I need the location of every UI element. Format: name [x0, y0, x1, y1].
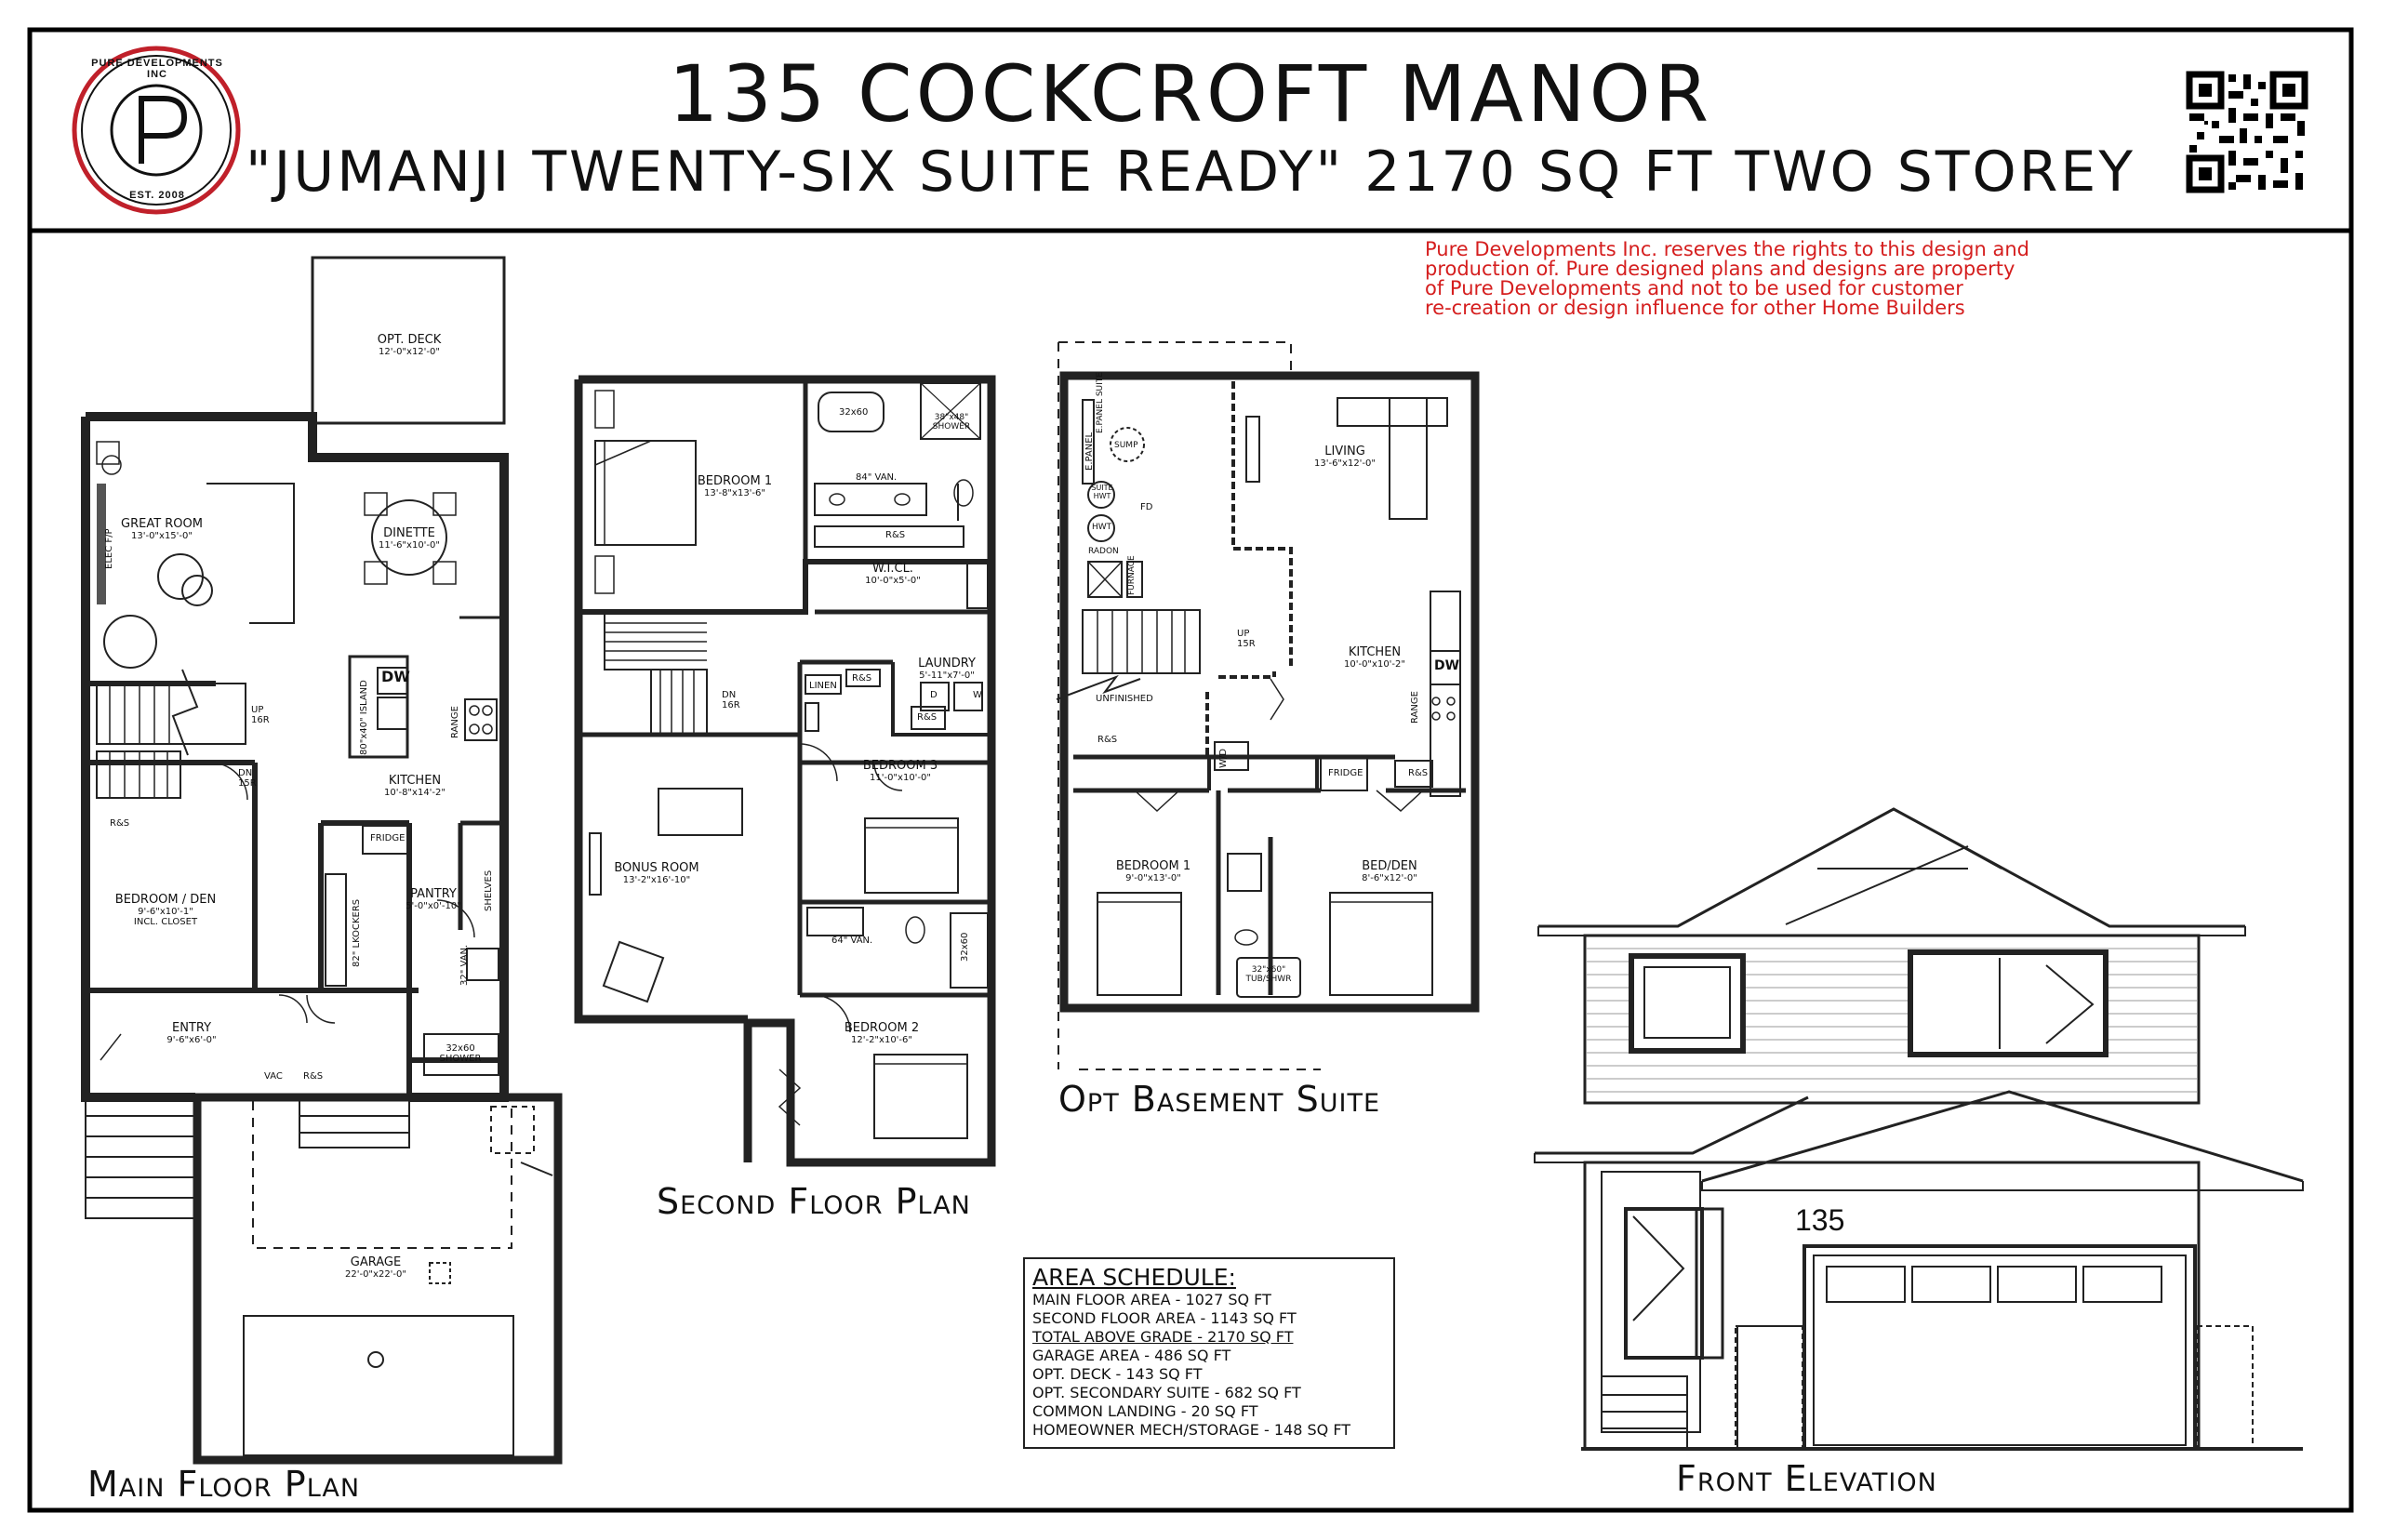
page-title: 135 COCKCROFT MANOR: [668, 48, 1713, 139]
area-line: SECOND FLOOR AREA - 1143 SQ FT: [1032, 1309, 1297, 1327]
label-range-basement: RANGE: [1410, 691, 1420, 724]
label-vanity: 32" VAN.: [459, 944, 470, 986]
label-furnace: FURNACE: [1127, 555, 1137, 595]
front-elevation: [1534, 807, 2304, 1451]
label-stairs-down: DN 15R: [238, 768, 257, 789]
label-stairs-down-2: DN 16R: [722, 690, 740, 710]
label-fridge: FRIDGE: [370, 833, 406, 843]
label-radon: RADON: [1088, 547, 1119, 556]
area-line: OPT. DECK - 143 SQ FT: [1032, 1365, 1203, 1383]
area-line: GARAGE AREA - 486 SQ FT: [1032, 1347, 1231, 1364]
label-lockers: 82" LKOCKERS: [352, 898, 362, 967]
label-tub-2: 32x60: [960, 932, 970, 962]
second-floor-plan: [574, 375, 996, 1167]
house-number: 135: [1795, 1203, 1845, 1237]
label-stairs-up-basement: UP 15R: [1237, 629, 1256, 649]
label-shower-2: 38"x48" SHOWER: [932, 413, 971, 431]
label-dryer: D: [930, 690, 938, 700]
sheet-border: [27, 27, 2354, 1513]
label-vanity-64: 64" VAN.: [831, 936, 873, 946]
logo-text-bottom: EST. 2008: [129, 190, 185, 201]
basement-exterior: [1059, 371, 1480, 1013]
page-subtitle: "JUMANJI TWENTY-SIX SUITE READY" 2170 SQ…: [246, 139, 2135, 205]
label-rs-entry: R&S: [303, 1071, 324, 1082]
logo-letter: P: [141, 86, 142, 87]
area-line: MAIN FLOOR AREA - 1027 SQ FT: [1032, 1291, 1271, 1308]
caption-front-elevation: Front Elevation: [1676, 1458, 1937, 1499]
label-rs-basement-kitchen: R&S: [1408, 768, 1429, 778]
area-line-total: TOTAL ABOVE GRADE - 2170 SQ FT: [1032, 1328, 1294, 1346]
disclaimer-line: production of. Pure designed plans and d…: [1425, 258, 2015, 280]
garage-walls: [193, 1093, 563, 1465]
label-vac: VAC: [264, 1071, 283, 1082]
label-epanel: E.PANEL: [1084, 431, 1095, 471]
area-line: HOMEOWNER MECH/STORAGE - 148 SQ FT: [1032, 1421, 1351, 1439]
label-shelves: SHELVES: [484, 870, 494, 911]
garage-ceiling-line: [252, 1098, 512, 1249]
label-hwt: HWT: [1092, 523, 1112, 532]
label-range: RANGE: [450, 706, 460, 738]
label-rs: R&S: [110, 818, 130, 829]
disclaimer-line: of Pure Developments and not to be used …: [1425, 277, 1963, 299]
room-label-wicl: W.I.CL.10'-0"x5'-0": [865, 562, 921, 586]
area-schedule: AREA SCHEDULE: MAIN FLOOR AREA - 1027 SQ…: [1023, 1257, 1395, 1449]
label-rs-laundry: R&S: [852, 673, 872, 684]
label-dw-basement: DW: [1434, 658, 1460, 673]
company-logo: [72, 46, 241, 215]
caption-basement: Opt Basement Suite: [1058, 1079, 1381, 1120]
label-island: 80"x40" ISLAND: [359, 680, 369, 755]
label-shower: 32x60 SHOWER: [439, 1043, 482, 1064]
area-line: OPT. SECONDARY SUITE - 682 SQ FT: [1032, 1384, 1301, 1401]
disclaimer-line: re-creation or design influence for othe…: [1425, 297, 1965, 319]
opt-deck: [311, 256, 506, 425]
caption-second-floor: Second Floor Plan: [657, 1181, 971, 1222]
label-fridge-basement: FRIDGE: [1328, 768, 1363, 778]
label-vanity-84: 84" VAN.: [856, 472, 898, 483]
label-linen: LINEN: [809, 681, 837, 691]
label-epanel-suite: E.PANEL SUITE: [1096, 372, 1105, 433]
area-schedule-heading: AREA SCHEDULE:: [1032, 1264, 1236, 1291]
label-tub-shower: 32"x60" TUB/SHWR: [1245, 965, 1292, 984]
basement-plan: [1056, 341, 1480, 1070]
qr-code-icon: [2186, 71, 2308, 193]
copyright-disclaimer: Pure Developments Inc. reserves the righ…: [1425, 240, 2095, 318]
label-rs-laundry-2: R&S: [917, 712, 938, 723]
caption-main-floor: Main Floor Plan: [87, 1464, 361, 1505]
label-floor-drain: FD: [1140, 502, 1153, 512]
main-floor-plan: [81, 256, 563, 1465]
label-tub: 32x60: [839, 407, 869, 418]
label-sump: SUMP: [1114, 441, 1138, 450]
label-rs-basement: R&S: [1097, 735, 1118, 745]
logo-text-top: PURE DEVELOPMENTS INC: [91, 58, 223, 80]
label-elec-fp: ELEC F/P: [104, 528, 114, 569]
room-label-unfinished: UNFINISHED: [1096, 694, 1153, 704]
label-washer-dryer: W/D: [1218, 749, 1229, 768]
label-washer: W: [973, 690, 982, 700]
label-stairs-up: UP 16R: [251, 705, 270, 725]
label-suite-hwt: SUITE HWT: [1091, 484, 1113, 500]
label-rs-2: R&S: [885, 530, 906, 540]
disclaimer-line: Pure Developments Inc. reserves the righ…: [1425, 238, 2030, 260]
label-dishwasher: DW: [381, 668, 410, 685]
area-line: COMMON LANDING - 20 SQ FT: [1032, 1402, 1258, 1420]
